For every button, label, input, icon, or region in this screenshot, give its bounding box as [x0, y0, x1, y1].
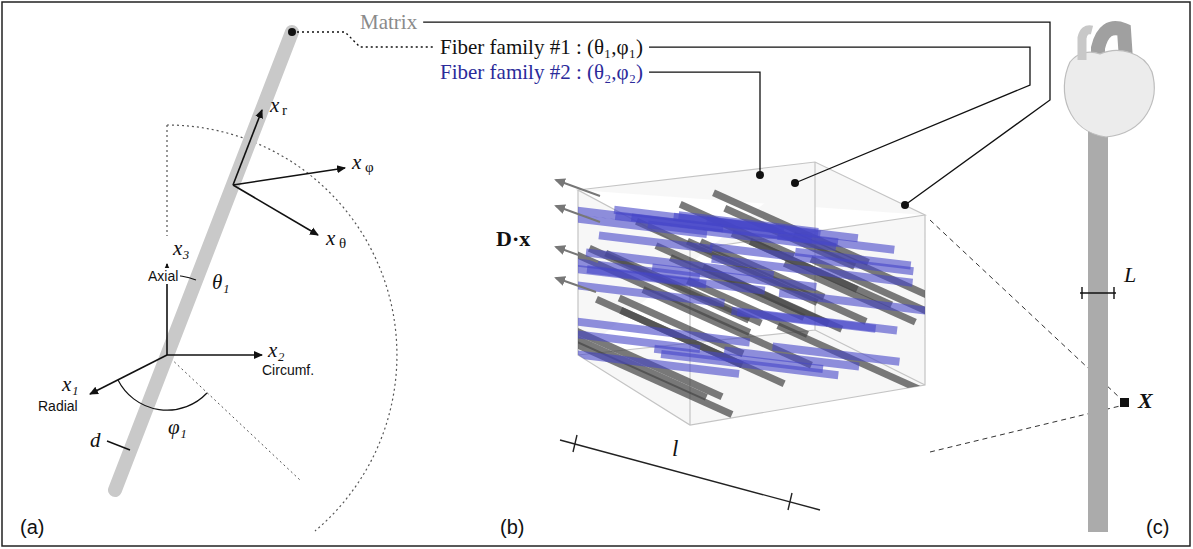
fiber [795, 252, 910, 266]
leader-line [649, 72, 760, 175]
axis-xphi [233, 168, 345, 185]
fiber [599, 235, 712, 249]
leader-dot [791, 179, 799, 187]
fiber [732, 311, 897, 331]
load-arrow [556, 206, 600, 222]
vessel [1082, 30, 1092, 60]
angle-label: φ₁ [168, 415, 187, 439]
length-tick [1081, 287, 1082, 299]
part-label: Matrix [360, 10, 417, 34]
dimension-label: d [90, 428, 101, 452]
leader-line [649, 47, 1030, 183]
axis-symbol: x [326, 226, 335, 250]
fiber [652, 267, 816, 287]
fiber [572, 285, 724, 303]
aorta-tube [1088, 95, 1108, 532]
angle-label: θ₁ [212, 270, 230, 294]
fiber [661, 354, 838, 375]
axis-x2 [167, 354, 262, 356]
leader-line [423, 22, 1050, 205]
length-tick [1080, 292, 1116, 293]
axis-label: x₃ [173, 236, 190, 260]
length-tick [1113, 287, 1114, 299]
dimension-label: L [1124, 262, 1136, 287]
axis-symbol: x [352, 150, 361, 174]
load-arrow [556, 278, 596, 292]
axis-name: Radial [38, 398, 78, 414]
fiber [773, 347, 900, 362]
phi-arc [118, 380, 207, 410]
fiber [737, 312, 875, 329]
axis-name: Circumf. [262, 362, 314, 378]
dimension-line [560, 440, 820, 510]
point-label: X [1138, 388, 1153, 413]
axis-x1 [90, 355, 167, 394]
axis-name: Axial [146, 268, 180, 284]
part-label: Fiber family #1 : (θ₁,φ₁) [440, 35, 643, 59]
axis-subscript: r [282, 102, 287, 119]
fiber-rod [115, 32, 292, 490]
load-arrow [556, 247, 598, 262]
axis-xr [233, 110, 262, 185]
dimension-label: l [672, 436, 678, 462]
rod-end-dot [288, 28, 296, 36]
axis-subscript: θ [339, 235, 346, 252]
dotted-guide [166, 125, 167, 236]
axis-xtheta [233, 185, 318, 235]
axis-symbol: x [270, 93, 279, 117]
fiber [544, 330, 700, 349]
heart [1064, 51, 1154, 137]
load-label: D·x [496, 226, 530, 251]
dotted-leader [297, 32, 435, 47]
panel-label: (c) [1146, 516, 1169, 539]
leader-dot [756, 171, 764, 179]
panel-label: (a) [20, 516, 44, 539]
fiber [779, 293, 932, 311]
fiber [614, 210, 784, 230]
leader-dot [901, 201, 909, 209]
panel-label: (b) [500, 516, 524, 539]
axis-label: x₁ [62, 372, 79, 396]
part-label: Fiber family #2 : (θ₂,φ₂) [440, 60, 643, 84]
axis-subscript: φ [365, 159, 374, 176]
dimension-tick [788, 493, 792, 510]
fiber-bundle [534, 193, 966, 415]
material-point [1120, 398, 1129, 407]
load-arrow [556, 180, 600, 196]
diameter-tick [107, 441, 130, 450]
dimension-tick [573, 435, 577, 452]
axis-label: x₂ [268, 338, 285, 362]
dotted-arc [167, 125, 397, 531]
